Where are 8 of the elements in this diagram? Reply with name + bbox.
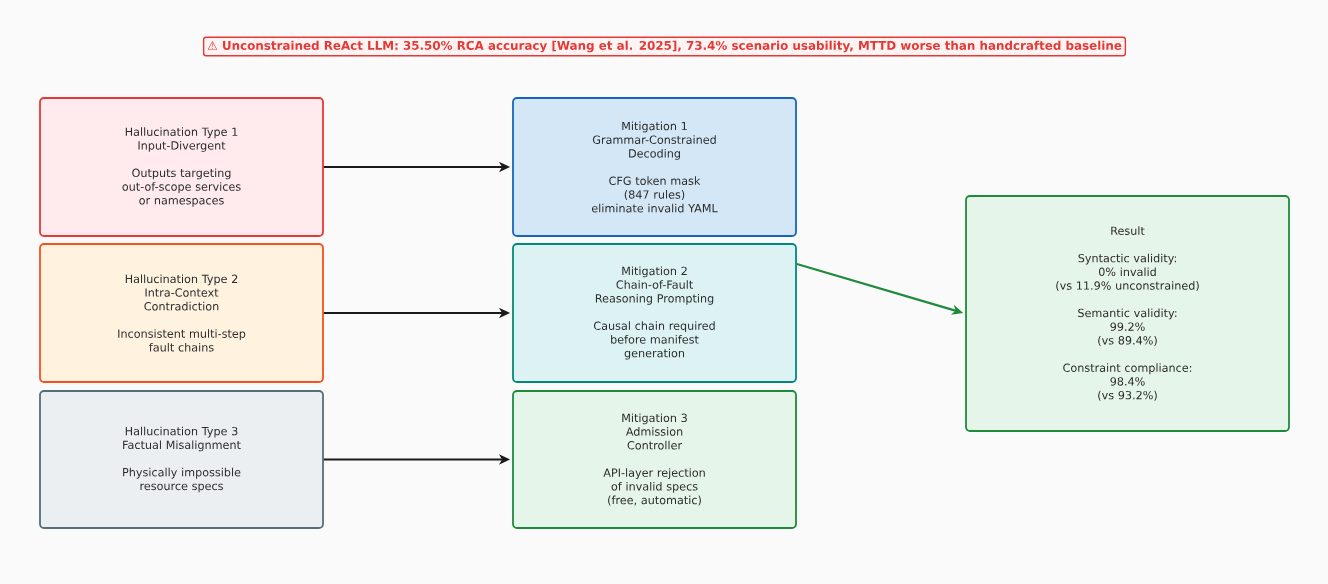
problem-box: Hallucination Type 2 Intra-Context Contradiction Inconsistent multi-step fault chains xyxy=(39,243,324,383)
problem-box: Hallucination Type 1 Input-Divergent Outputs targeting out-of-scope services or namespaces xyxy=(39,97,324,237)
mitigation-box: Mitigation 1 Grammar-Constrained Decoding CFG token mask (847 rules) eliminate invalid YAML xyxy=(512,97,797,237)
problem-box: Hallucination Type 3 Factual Misalignment Physically impossible resource specs xyxy=(39,390,324,529)
mitigation-box: Mitigation 2 Chain-of-Fault Reasoning Prompting Causal chain required before manifest generation xyxy=(512,243,797,383)
result-box: Result Syntactic validity: 0% invalid (vs 11.9% unconstrained) Semantic validity: 99.2% (vs 89.4%) Constraint compliance: 98.4% (vs 93.2%) xyxy=(965,195,1290,432)
warning-banner: ⚠ Unconstrained ReAct LLM: 35.50% RCA accuracy [Wang et al. 2025], 73.4% scenario usability, MTTD worse than handcrafted baseline xyxy=(202,36,1127,57)
mitigation-box: Mitigation 3 Admission Controller API-layer rejection of invalid specs (free, automatic) xyxy=(512,390,797,529)
